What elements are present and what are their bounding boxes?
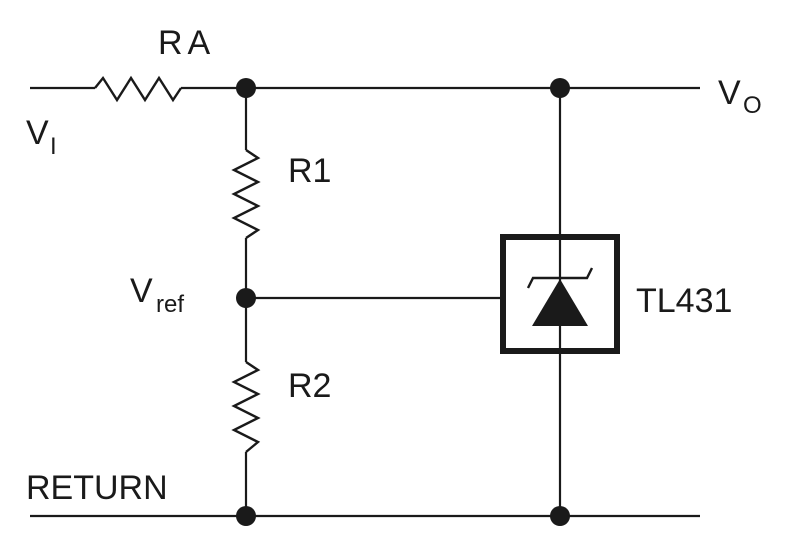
junction-dot-bottom-right	[550, 506, 570, 526]
label-vref: V	[130, 272, 153, 310]
label-r2: R2	[288, 367, 331, 405]
junction-dot-top-right	[550, 78, 570, 98]
resistor-ra	[94, 75, 182, 103]
junction-dot-bottom-left	[236, 506, 256, 526]
junction-dot-vref	[236, 288, 256, 308]
label-vref-subscript: ref	[156, 291, 184, 318]
label-return: RETURN	[26, 469, 168, 507]
label-tl431: TL431	[636, 282, 732, 320]
zener-diode-symbol	[532, 279, 588, 326]
resistor-r1	[231, 149, 261, 239]
label-vi: V	[26, 114, 49, 152]
label-vo: V	[718, 74, 741, 112]
resistor-r2	[231, 361, 261, 453]
label-ra: RA	[158, 24, 215, 62]
label-vo-subscript: O	[743, 92, 762, 119]
label-vi-subscript: I	[50, 133, 57, 160]
label-r1: R1	[288, 152, 331, 190]
zener-cathode-bar	[526, 267, 594, 289]
junction-dot-top-left	[236, 78, 256, 98]
tl431-package	[500, 234, 620, 354]
